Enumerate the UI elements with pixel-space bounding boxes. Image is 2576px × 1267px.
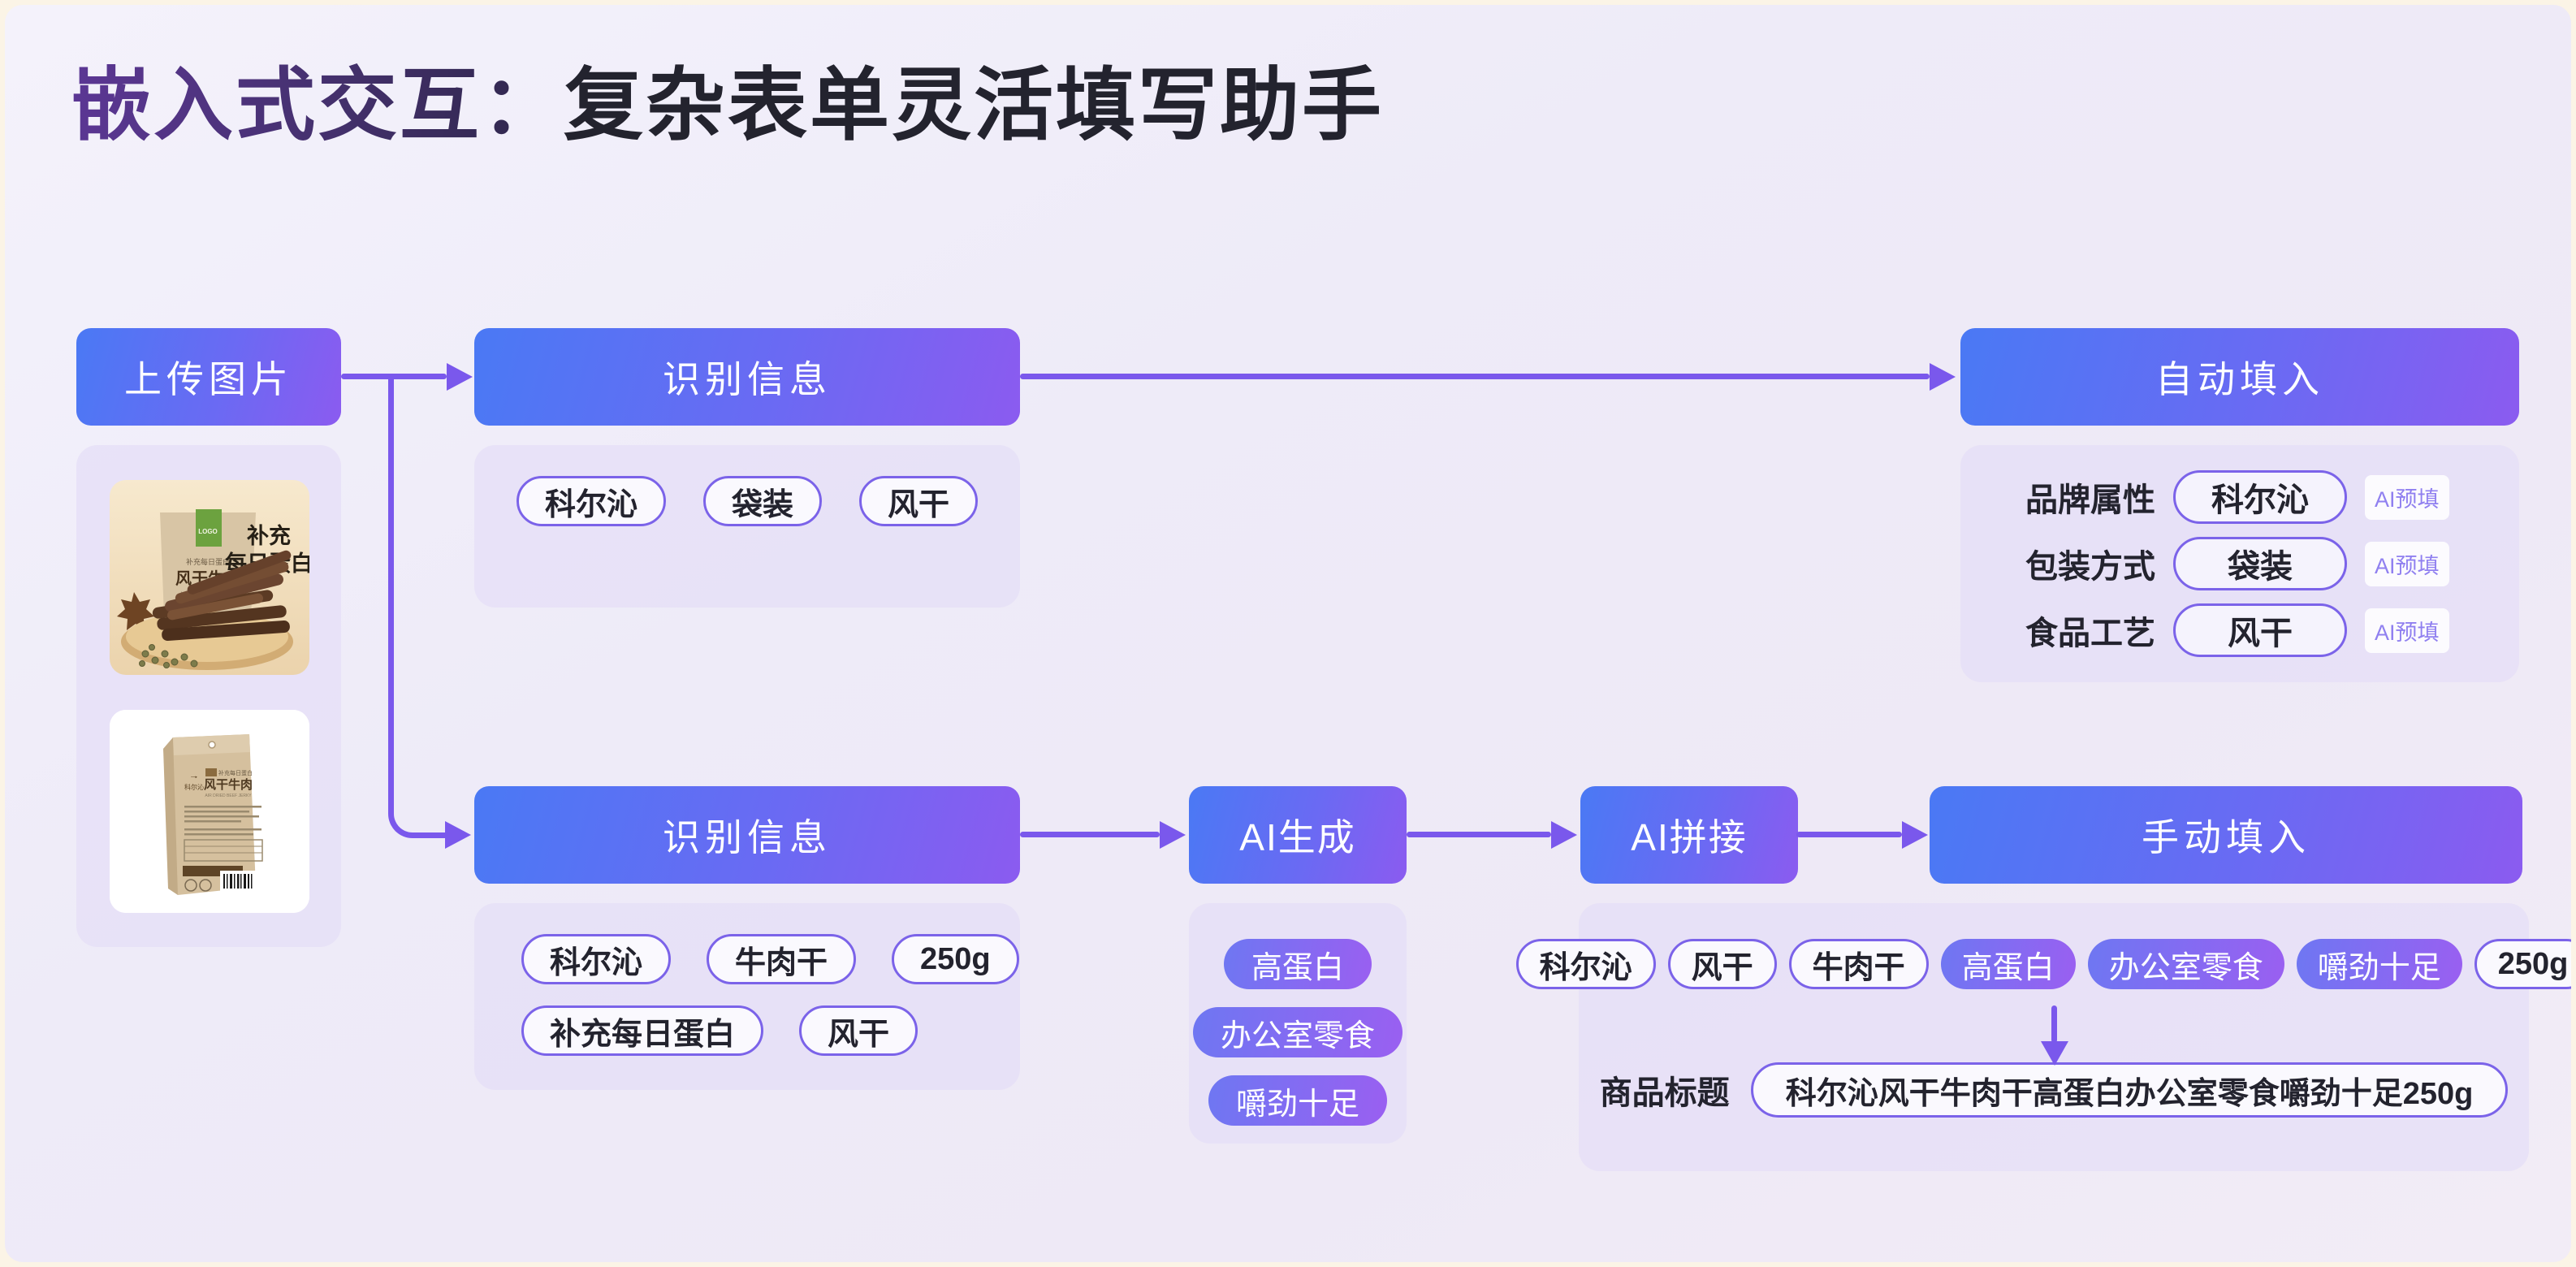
- svg-text:LOGO: LOGO: [198, 528, 218, 535]
- kraft-pouch-icon: 🠒 科尔沁 补充每日蛋白 风干牛肉 AIR DRIED BEEF JERKY: [163, 734, 263, 895]
- flow-node-manual: 手动填入: [1930, 786, 2522, 884]
- svg-text:科尔沁: 科尔沁: [184, 783, 204, 791]
- autofill-form-panel: 品牌属性 科尔沁 AI预填 包装方式 袋装 AI预填 食品工艺 风干 AI预填: [1960, 445, 2519, 682]
- flow-node-recognize-bottom: 识别信息: [474, 786, 1020, 884]
- svg-text:补充每日蛋白: 补充每日蛋白: [218, 769, 253, 776]
- ai-prefill-badge: AI预填: [2365, 608, 2449, 653]
- recognize-bottom-tags-panel: 科尔沁牛肉干 250g 补充每日蛋白风干: [474, 903, 1020, 1090]
- ai-generated-tag: 嚼劲十足: [1208, 1075, 1387, 1126]
- field-label: 品牌属性: [2025, 482, 2155, 518]
- svg-text:🠒: 🠒: [191, 773, 198, 782]
- field-label: 食品工艺: [2025, 616, 2155, 651]
- merged-tag: 科尔沁: [1515, 939, 1656, 989]
- svg-text:风干牛肉: 风干牛肉: [204, 777, 253, 792]
- star-anise-icon: [117, 592, 154, 630]
- merged-tag: 办公室零食: [2087, 939, 2284, 989]
- arrowhead-ai-generate-icon: [1160, 821, 1186, 849]
- page-title-rest: 复杂表单灵活填写助手: [564, 60, 1385, 149]
- ai-generated-tags-panel: 高蛋白办公室零食嚼劲十足: [1189, 903, 1407, 1144]
- flow-node-ai-join: AI拼接: [1580, 786, 1798, 884]
- connector-ai-generate-to-ai-join: [1407, 832, 1551, 837]
- recognized-tag: 袋装: [702, 476, 822, 526]
- field-value-pill: 袋装: [2173, 537, 2347, 590]
- field-value-pill: 科尔沁: [2173, 470, 2347, 524]
- recognized-tag: 科尔沁: [516, 476, 666, 526]
- bag-back-illustration: 🠒 科尔沁 补充每日蛋白 风干牛肉 AIR DRIED BEEF JERKY: [110, 710, 309, 913]
- form-field-row: 品牌属性 科尔沁 AI预填: [2025, 470, 2519, 524]
- merged-tag: 风干: [1667, 939, 1777, 989]
- slide-board: 嵌入式交互：复杂表单灵活填写助手 上传图片 识别信息 自动填入 识别信息 AI生…: [5, 5, 2571, 1262]
- product-photo-jerky-plate: LOGO 补充每日蛋白 风干牛肉 AIR DRIED BEEF JERKY 补充…: [110, 480, 309, 675]
- merged-tag: 250g: [2474, 939, 2571, 989]
- ai-generated-tag: 办公室零食: [1192, 1007, 1403, 1057]
- form-field-row: 包装方式 袋装 AI预填: [2025, 537, 2519, 590]
- connector-tags-to-title: [2051, 1005, 2057, 1043]
- recognized-tag: 风干: [799, 1005, 918, 1056]
- flow-node-recognize-top: 识别信息: [474, 328, 1020, 426]
- flow-node-autofill: 自动填入: [1960, 328, 2519, 426]
- connector-recognize-top-to-autofill: [1020, 374, 1930, 379]
- tag-row-1: 科尔沁牛肉干 250g: [521, 934, 1020, 984]
- arrowhead-recognize-bottom-icon: [445, 821, 471, 849]
- photo1-caption-line1: 补充: [247, 523, 291, 548]
- product-title-pill: 科尔沁风干牛肉干高蛋白办公室零食嚼劲十足250g: [1750, 1062, 2509, 1118]
- product-photo-bag-back: 🠒 科尔沁 补充每日蛋白 风干牛肉 AIR DRIED BEEF JERKY: [110, 710, 309, 913]
- flow-node-ai-generate: AI生成: [1189, 786, 1407, 884]
- merged-tag: 牛肉干: [1788, 939, 1929, 989]
- peppercorns-icon: [139, 644, 198, 668]
- arrowhead-autofill-icon: [1930, 363, 1956, 391]
- product-title-label: 商品标题: [1599, 1075, 1730, 1111]
- ai-generated-tag: 高蛋白: [1223, 939, 1372, 989]
- jerky-plate-illustration: LOGO 补充每日蛋白 风干牛肉 AIR DRIED BEEF JERKY 补充…: [110, 480, 309, 675]
- recognized-tag: 风干: [859, 476, 979, 526]
- recognized-tag: 牛肉干: [707, 934, 857, 984]
- svg-text:AIR DRIED BEEF JERKY: AIR DRIED BEEF JERKY: [205, 793, 252, 798]
- field-label: 包装方式: [2025, 549, 2155, 585]
- form-field-row: 食品工艺 风干 AI预填: [2025, 603, 2519, 657]
- connector-ai-join-to-manual: [1796, 832, 1902, 837]
- connector-upload-branch-down: [388, 377, 445, 838]
- merged-tag: 高蛋白: [1940, 939, 2076, 989]
- product-title-row: 商品标题 科尔沁风干牛肉干高蛋白办公室零食嚼劲十足250g: [1579, 1062, 2529, 1118]
- arrowhead-manual-icon: [1902, 821, 1928, 849]
- jerky-sticks-icon: [152, 550, 292, 642]
- merged-tag: 嚼劲十足: [2296, 939, 2462, 989]
- page-title: 嵌入式交互：复杂表单灵活填写助手: [71, 41, 1384, 156]
- recognized-tag: 科尔沁: [521, 934, 672, 984]
- barcode-icon: [220, 871, 256, 895]
- upload-photos-card: LOGO 补充每日蛋白 风干牛肉 AIR DRIED BEEF JERKY 补充…: [76, 445, 341, 947]
- recognized-tag: 补充每日蛋白: [521, 1005, 764, 1056]
- recognized-tag: 250g: [892, 934, 1019, 984]
- ai-prefill-badge: AI预填: [2365, 541, 2449, 586]
- connector-recognize-bottom-to-ai-generate: [1020, 832, 1160, 837]
- field-value-pill: 风干: [2173, 603, 2347, 657]
- flow-node-upload: 上传图片: [76, 328, 341, 426]
- page-title-highlight: 嵌入式交互：: [71, 60, 564, 149]
- recognize-top-tags-panel: 科尔沁袋装风干: [474, 445, 1020, 608]
- tag-row-2: 补充每日蛋白风干: [521, 1005, 1020, 1056]
- svg-text:补充每日蛋白: 补充每日蛋白: [186, 557, 230, 566]
- connector-upload-to-recognize-top: [341, 374, 447, 379]
- arrowhead-ai-join-icon: [1551, 821, 1577, 849]
- arrowhead-recognize-top-icon: [447, 363, 473, 391]
- arrowhead-title-icon: [2041, 1041, 2068, 1066]
- ai-prefill-badge: AI预填: [2365, 474, 2449, 520]
